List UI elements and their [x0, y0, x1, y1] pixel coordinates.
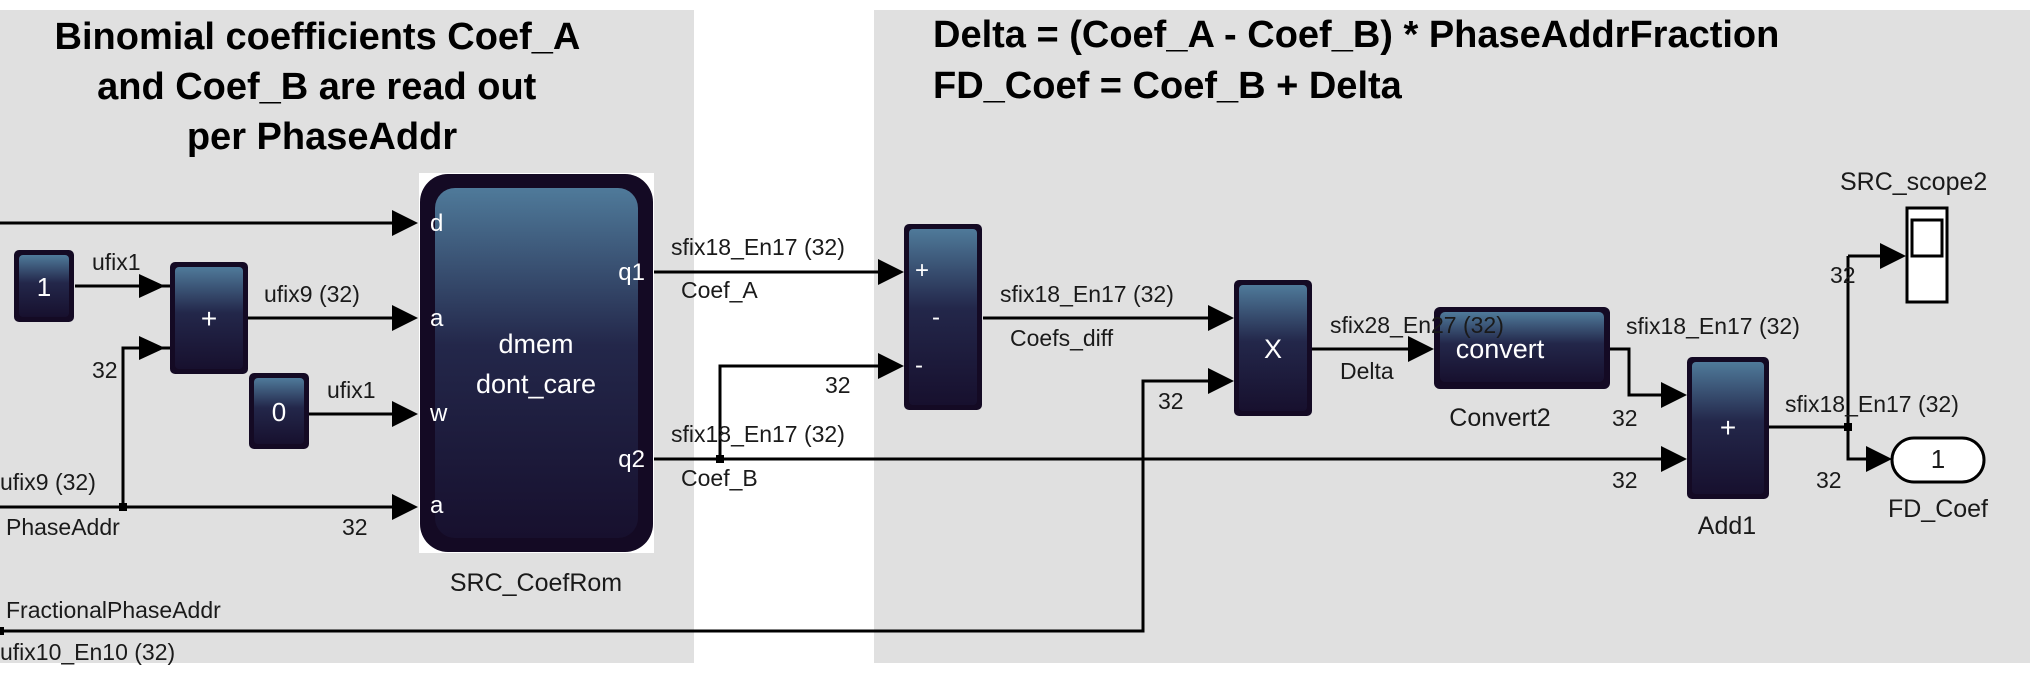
- right-title-line-1: Delta = (Coef_A - Coef_B) * PhaseAddrFra…: [933, 14, 1779, 56]
- signal-ufix9-adder-out: ufix9 (32): [264, 281, 360, 307]
- wire-convert-add1[interactable]: [1610, 347, 1665, 397]
- add1-name: Add1: [1698, 512, 1756, 540]
- rom-port-q1: q1: [618, 259, 645, 286]
- signal-width-sub: 32: [825, 372, 851, 398]
- arrowhead: [392, 305, 418, 331]
- arrowhead: [392, 401, 418, 427]
- signal-labels: ufix1 32 ufix9 (32) ufix1 ufix9 (32) Pha…: [0, 234, 1959, 665]
- arrowhead: [1208, 368, 1234, 394]
- branch-point: [1844, 423, 1852, 431]
- outport-fd-coef[interactable]: 1: [1890, 436, 1986, 484]
- signal-name-coef-a: Coef_A: [681, 277, 758, 303]
- outport-name: FD_Coef: [1888, 495, 1988, 523]
- left-title-line-1: Binomial coefficients Coef_A: [55, 16, 580, 58]
- arrowhead: [1661, 446, 1687, 472]
- constant-1-block[interactable]: 1: [14, 250, 74, 322]
- signal-width-scope: 32: [1830, 262, 1856, 288]
- rom-port-a2: a: [430, 492, 444, 519]
- outport-value: 1: [1931, 444, 1945, 474]
- signal-type-coef-a: sfix18_En17 (32): [671, 234, 845, 260]
- convert-label: convert: [1456, 334, 1545, 364]
- arrowhead: [1880, 243, 1906, 269]
- arrowhead: [139, 336, 165, 360]
- multiply-block[interactable]: X: [1234, 280, 1312, 416]
- constant-1-value: 1: [37, 272, 51, 302]
- left-title-line-3: per PhaseAddr: [187, 116, 458, 158]
- subtract-sign-1: +: [915, 257, 929, 284]
- wire-coef-b-branch[interactable]: [718, 364, 887, 459]
- wire-fractional-phaseaddr[interactable]: [0, 379, 1210, 633]
- right-title-line-2: FD_Coef = Coef_B + Delta: [933, 65, 1403, 107]
- subtract-sign-2: -: [932, 304, 940, 331]
- signal-width-out: 32: [1816, 467, 1842, 493]
- constant-0-value: 0: [272, 397, 286, 427]
- arrowhead: [878, 353, 904, 379]
- arrowhead: [1408, 336, 1434, 362]
- arrowhead: [1661, 382, 1687, 408]
- multiply-symbol: X: [1264, 334, 1282, 364]
- rom-line-1: dmem: [498, 329, 573, 359]
- arrowhead: [392, 494, 418, 520]
- signal-type-delta: sfix28_En27 (32): [1330, 312, 1504, 338]
- left-title: Binomial coefficients Coef_A and Coef_B …: [55, 16, 590, 158]
- signal-ufix1-const1: ufix1: [92, 249, 141, 275]
- add1-symbol: +: [1720, 412, 1736, 443]
- signal-name-coefs-diff: Coefs_diff: [1010, 325, 1114, 351]
- adder-block[interactable]: +: [170, 262, 248, 374]
- wire-sum-branch[interactable]: [1846, 256, 1870, 461]
- signal-ufix1-const0: ufix1: [327, 377, 376, 403]
- coef-rom-name: SRC_CoefRom: [450, 569, 622, 597]
- rom-line-2: dont_care: [476, 369, 596, 399]
- signal-name-coef-b: Coef_B: [681, 465, 758, 491]
- signal-name-delta: Delta: [1340, 358, 1394, 384]
- subtract-block[interactable]: + - -: [904, 224, 982, 410]
- left-title-line-2: and Coef_B are read out: [97, 66, 537, 108]
- arrowhead: [1208, 305, 1234, 331]
- signal-type-sum: sfix18_En17 (32): [1785, 391, 1959, 417]
- coef-rom-block[interactable]: d a w a q1 q2 dmem dont_care: [419, 173, 654, 553]
- signal-type-coefs-diff: sfix18_En17 (32): [1000, 281, 1174, 307]
- signal-type-coef-b: sfix18_En17 (32): [671, 421, 845, 447]
- arrowheads: [139, 210, 1906, 520]
- rom-port-d: d: [430, 210, 443, 237]
- signal-name-phaseaddr: PhaseAddr: [6, 514, 120, 540]
- signal-width-add-a: 32: [1612, 405, 1638, 431]
- signal-ufix9-phaseaddr: ufix9 (32): [0, 469, 96, 495]
- signal-name-fractional-phaseaddr: FractionalPhaseAddr: [6, 597, 221, 623]
- signal-width-adder: 32: [92, 357, 118, 383]
- signal-type-fractional-phaseaddr: ufix10_En10 (32): [0, 639, 175, 665]
- arrowhead: [878, 259, 904, 285]
- rom-port-q2: q2: [618, 446, 645, 473]
- signal-type-convert-out: sfix18_En17 (32): [1626, 313, 1800, 339]
- signal-width-add-b: 32: [1612, 467, 1638, 493]
- scope-name: SRC_scope2: [1840, 168, 1987, 196]
- right-title: Delta = (Coef_A - Coef_B) * PhaseAddrFra…: [933, 14, 1790, 107]
- branch-point: [0, 627, 4, 635]
- rom-port-w: w: [429, 400, 448, 427]
- arrowhead: [139, 274, 165, 298]
- arrowhead: [1866, 446, 1892, 472]
- branch-point: [119, 503, 127, 511]
- arrowhead: [392, 210, 418, 236]
- subtract-sign-3: -: [915, 352, 923, 379]
- signal-width-mult: 32: [1158, 388, 1184, 414]
- add1-block[interactable]: +: [1687, 357, 1769, 499]
- scope-screen-icon: [1910, 218, 1944, 258]
- branch-point: [716, 455, 724, 463]
- adder-symbol: +: [201, 303, 217, 334]
- rom-port-a: a: [430, 305, 444, 332]
- convert-block[interactable]: convert: [1434, 307, 1610, 389]
- constant-0-block[interactable]: 0: [249, 373, 309, 449]
- scope-block[interactable]: [1905, 206, 1949, 304]
- convert-name: Convert2: [1449, 404, 1550, 432]
- signal-width-rom-a: 32: [342, 514, 368, 540]
